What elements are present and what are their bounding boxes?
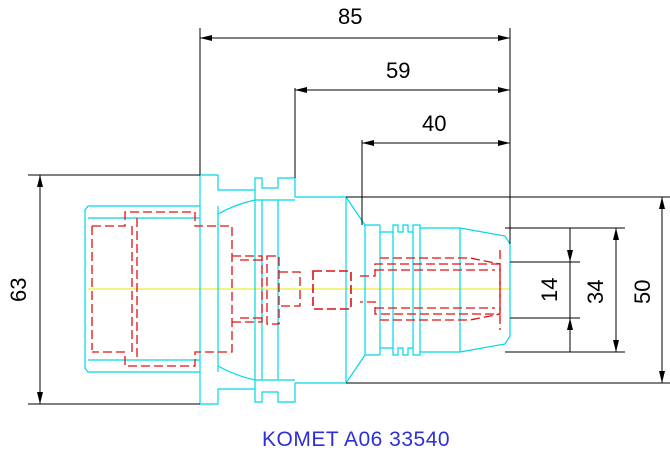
dimension-lines (28, 28, 670, 405)
tool-outline (84, 174, 511, 405)
drawing-caption: KOMET A06 33540 (262, 428, 451, 451)
dim-overall-length: 85 (338, 4, 362, 29)
dimension-arrows (37, 35, 665, 404)
dim-body-diameter: 50 (630, 280, 655, 304)
dim-flange-length: 59 (386, 58, 410, 83)
dim-bore-diameter: 14 (537, 278, 562, 302)
hidden-lines (91, 211, 501, 367)
dim-collet-length: 40 (422, 111, 446, 136)
dim-nose-diameter: 34 (583, 280, 608, 304)
dim-shank-diameter: 63 (6, 278, 31, 302)
